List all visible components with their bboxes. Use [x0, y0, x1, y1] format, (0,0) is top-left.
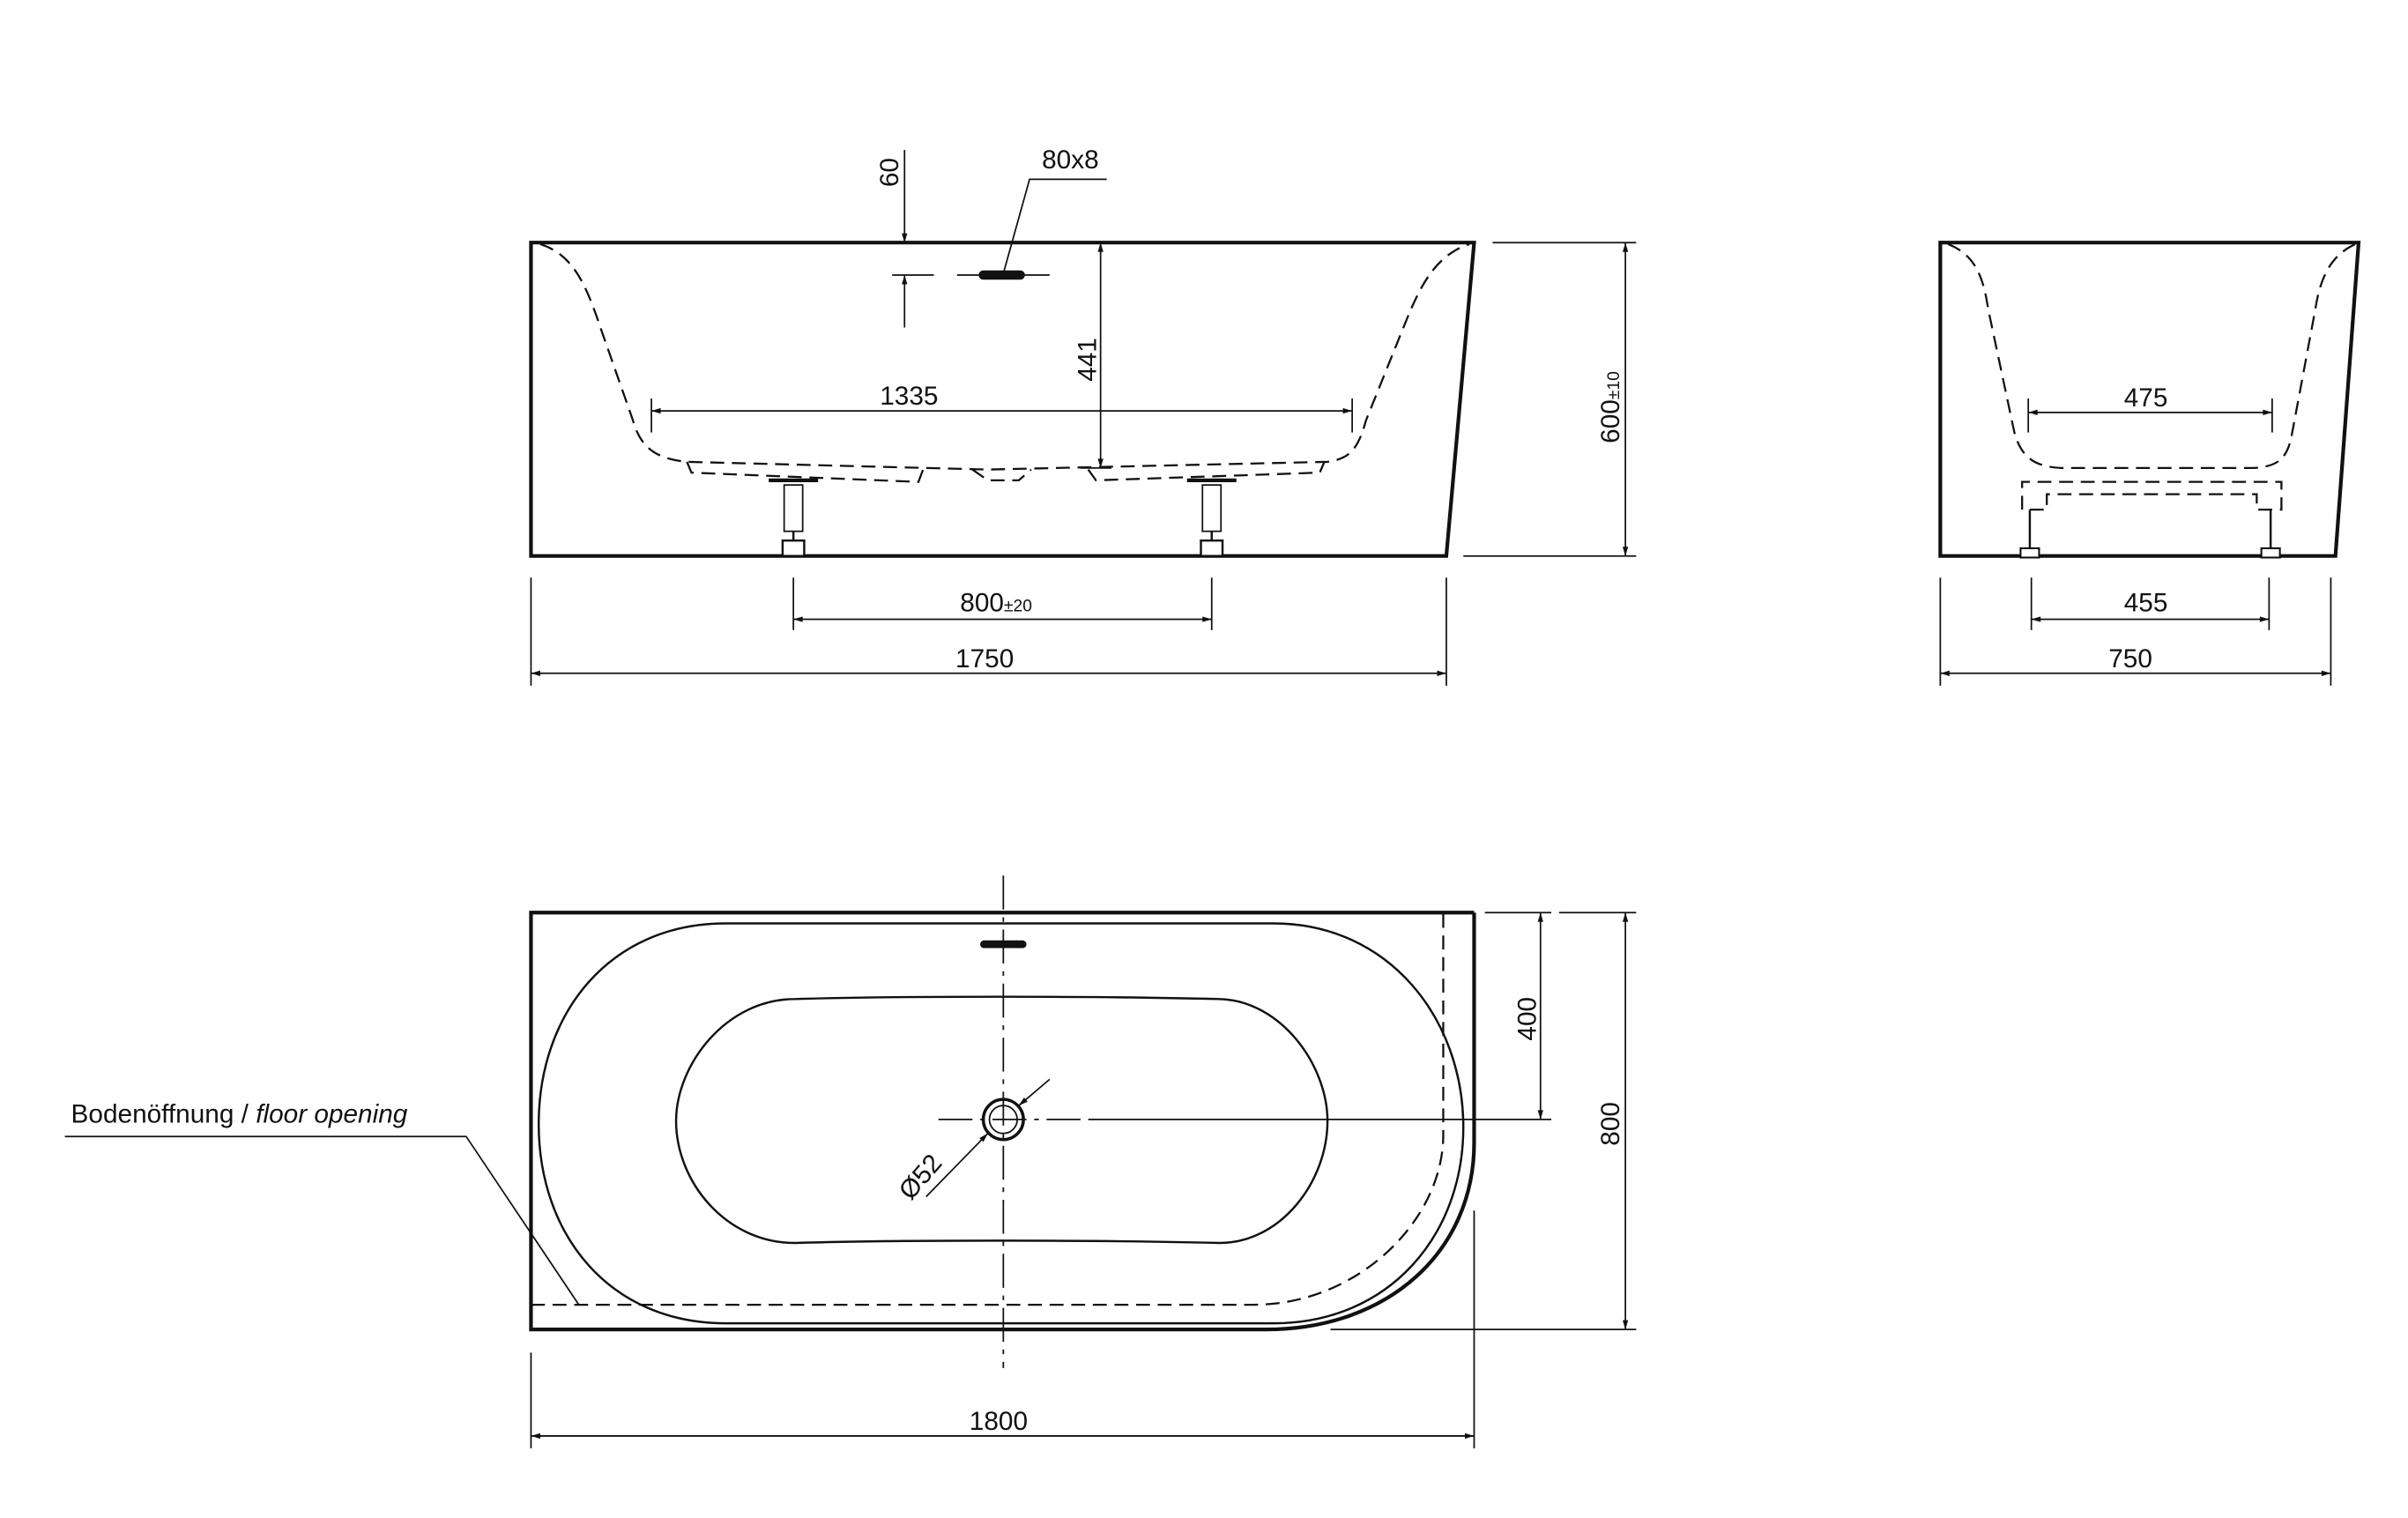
side-view: 475 455 750 [1938, 241, 2361, 686]
foot-right [1186, 478, 1237, 557]
foot-left [769, 478, 819, 557]
drain-icon [981, 1098, 1025, 1142]
dim-overflow-height: 60 [875, 158, 904, 187]
dim-drain-diameter: Ø52 [894, 1149, 948, 1205]
dim-width: 750 [2108, 644, 2152, 673]
dim-length: 1750 [955, 644, 1014, 673]
overflow-icon [978, 270, 1025, 280]
dim-inner-width: 475 [2124, 383, 2168, 413]
dim-plan-length: 1800 [970, 1407, 1028, 1436]
dim-height: 600±10 [1596, 371, 1625, 443]
dim-inner-length: 1335 [880, 382, 938, 411]
front-view: 60 80x8 441 1335 600±10 800±20 1750 [529, 145, 1637, 686]
dim-drain-offset: 400 [1513, 997, 1542, 1041]
plan-view: Ø52 400 800 1800 Bodenöffnung / floor op… [64, 875, 1637, 1448]
dim-feet-spacing-side: 455 [2124, 589, 2168, 618]
dim-feet-spacing: 800±20 [960, 589, 1032, 618]
dim-plan-width: 800 [1596, 1102, 1625, 1146]
dim-overflow-to-bottom: 441 [1073, 338, 1102, 382]
dim-overflow-size: 80x8 [1042, 145, 1099, 175]
floor-opening-label: Bodenöffnung / floor opening [71, 1099, 408, 1128]
